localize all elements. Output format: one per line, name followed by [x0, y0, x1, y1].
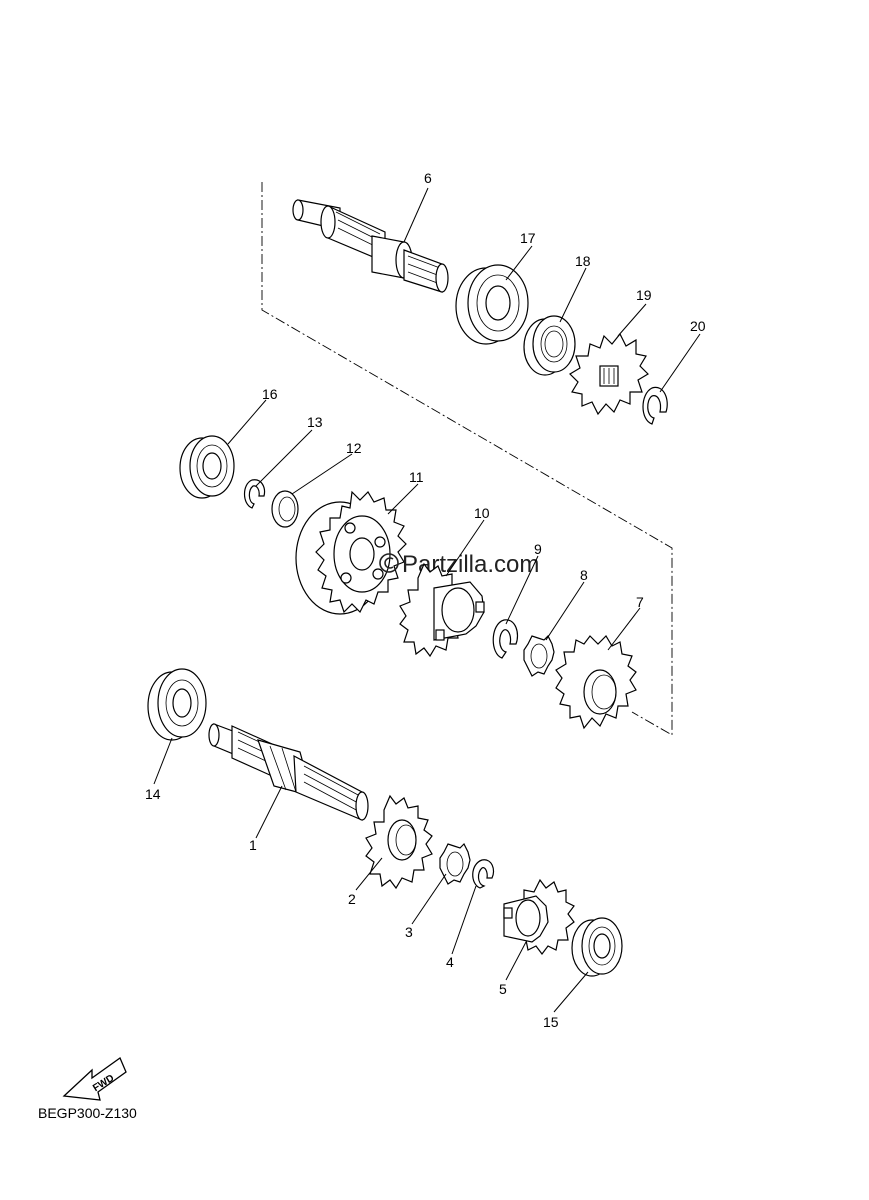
part-15-bearing [571, 917, 623, 977]
part-20-circlip [642, 386, 668, 425]
diagram-code: BEGP300-Z130 [38, 1105, 137, 1121]
label-part-9: 9 [534, 541, 542, 557]
label-part-10: 10 [474, 505, 490, 521]
part-16-bearing [179, 435, 235, 499]
assembly-boundary [261, 182, 673, 736]
label-part-6: 6 [424, 170, 432, 186]
part-labels: 6 17 18 19 20 16 13 12 11 10 9 8 7 14 1 … [145, 170, 706, 1030]
label-part-2: 2 [348, 891, 356, 907]
part-6-drive-axle [292, 199, 449, 293]
part-7-gear [555, 635, 637, 730]
label-part-12: 12 [346, 440, 362, 456]
part-1-main-axle [208, 723, 369, 821]
part-10-gear [399, 562, 485, 658]
part-13-circlip [243, 479, 266, 509]
label-part-7: 7 [636, 594, 644, 610]
label-part-5: 5 [499, 981, 507, 997]
label-part-19: 19 [636, 287, 652, 303]
label-part-4: 4 [446, 954, 454, 970]
part-2-gear [365, 794, 433, 890]
part-8-splined-washer [523, 634, 555, 677]
part-4-circlip [472, 859, 495, 889]
part-12-washer [271, 490, 299, 528]
leader-lines [153, 187, 701, 1013]
copyright-icon [379, 553, 399, 573]
label-part-8: 8 [580, 567, 588, 583]
part-5-gear [503, 878, 575, 955]
part-14-bearing [147, 668, 207, 741]
fwd-arrow-icon: FWD [62, 1057, 127, 1101]
part-18-oil-seal [523, 315, 576, 376]
part-11-gear [295, 490, 407, 615]
label-part-3: 3 [405, 924, 413, 940]
label-part-18: 18 [575, 253, 591, 269]
label-part-15: 15 [543, 1014, 559, 1030]
label-part-13: 13 [307, 414, 323, 430]
part-17-bearing [455, 264, 529, 345]
label-part-1: 1 [249, 837, 257, 853]
label-part-16: 16 [262, 386, 278, 402]
label-part-14: 14 [145, 786, 161, 802]
label-part-11: 11 [409, 469, 424, 485]
part-19-drive-sprocket [569, 332, 649, 416]
label-part-17: 17 [520, 230, 536, 246]
part-3-splined-washer [439, 842, 471, 885]
part-9-circlip [492, 619, 519, 659]
label-part-20: 20 [690, 318, 706, 334]
